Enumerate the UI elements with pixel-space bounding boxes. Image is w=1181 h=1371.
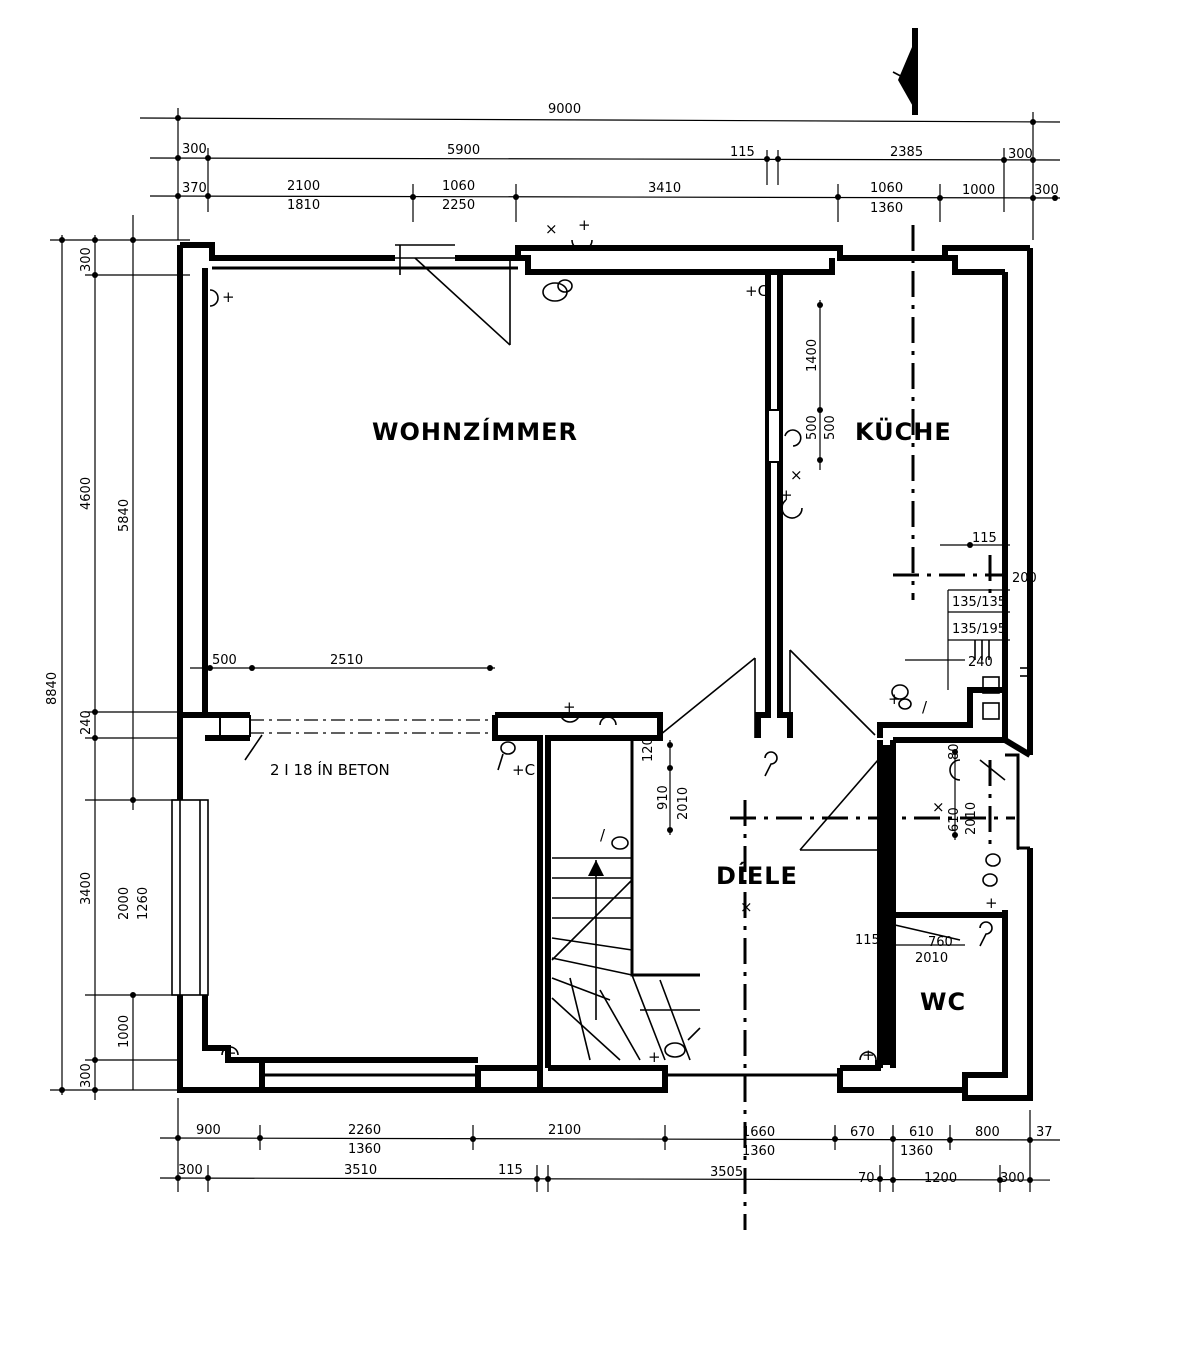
dim-bot-1360b: 1360 — [742, 1144, 775, 1159]
svg-text:×: × — [545, 220, 558, 238]
interior-walls — [180, 272, 1030, 1068]
dim-top2-2250: 2250 — [442, 198, 475, 213]
dim-left-4600: 4600 — [79, 477, 94, 510]
dim-bot2-3505: 3505 — [710, 1165, 743, 1180]
dim-b-2010: 2010 — [964, 802, 979, 835]
dim-b-610: 610 — [947, 807, 962, 832]
dim-top2-1000: 1000 — [962, 183, 995, 198]
svg-text:+: + — [648, 1048, 661, 1066]
dim-left-2000: 2000 — [117, 887, 132, 920]
svg-text:+C: +C — [745, 282, 768, 300]
dim-bot-610: 610 — [909, 1125, 934, 1140]
dim-bot-1660: 1660 — [742, 1125, 775, 1140]
dim-left-300: 300 — [79, 247, 94, 272]
room-label-wohnzimmer: WOHNZÍMMER — [372, 417, 578, 446]
dim-bot-900: 900 — [196, 1123, 221, 1138]
dim-k-200: 200 — [1012, 571, 1037, 586]
svg-text:+: + — [888, 690, 901, 708]
dim-top-total: 9000 — [548, 102, 581, 117]
dim-bot-1360: 1360 — [348, 1142, 381, 1157]
dim-top2-1060b: 1060 — [870, 181, 903, 196]
dim-top2-3410: 3410 — [648, 181, 681, 196]
door-swings — [395, 244, 1019, 941]
dimension-lines-bottom — [159, 1098, 1061, 1192]
svg-text:+: + — [985, 894, 998, 912]
dim-k-135b: 135/195 — [952, 622, 1006, 637]
room-label-diele: DÍELE — [716, 861, 798, 890]
axis-lines — [730, 225, 1015, 1230]
dim-top2-300: 300 — [1034, 183, 1059, 198]
dim-bot2-3510: 3510 — [344, 1163, 377, 1178]
dim-left-total: 8840 — [45, 672, 60, 705]
dim-left-1000: 1000 — [117, 1015, 132, 1048]
svg-text:×: × — [790, 466, 803, 484]
dim-bot-800: 800 — [975, 1125, 1000, 1140]
room-label-kueche: KÜCHE — [855, 416, 952, 446]
dim-inner-2510: 2510 — [330, 653, 363, 668]
svg-text:+: + — [780, 486, 793, 504]
dim-inner-500: 500 — [212, 653, 237, 668]
dim-left-300b: 300 — [79, 1063, 94, 1088]
dim-wc-760: 760 — [928, 935, 953, 950]
dim-left-240: 240 — [79, 710, 94, 735]
svg-text:×: × — [932, 798, 945, 816]
staircase — [551, 857, 700, 1061]
dim-k-240: 240 — [968, 655, 993, 670]
dim-top-300b: 300 — [1008, 147, 1033, 162]
dim-bot2-1200: 1200 — [924, 1171, 957, 1186]
dim-bot-670: 670 — [850, 1125, 875, 1140]
dim-left-5840: 5840 — [117, 499, 132, 532]
dim-top2-1810: 1810 — [287, 198, 320, 213]
dim-bot2-70: 70 — [858, 1171, 875, 1186]
exterior-walls — [171, 242, 1033, 1101]
dim-d-2010: 2010 — [676, 787, 691, 820]
dim-top-2385: 2385 — [890, 145, 923, 160]
dim-bot-1360c: 1360 — [900, 1144, 933, 1159]
dim-top-115: 115 — [730, 145, 755, 160]
dim-bot2-115: 115 — [498, 1163, 523, 1178]
dim-top2-2100: 2100 — [287, 179, 320, 194]
dim-top2-1060: 1060 — [442, 179, 475, 194]
dim-d-910: 910 — [656, 785, 671, 810]
dimension-lines-top — [139, 108, 1061, 240]
dim-k-1400: 1400 — [805, 339, 820, 372]
dim-top2-370: 370 — [182, 181, 207, 196]
room-label-wc: WC — [920, 988, 966, 1016]
svg-text:+: + — [578, 216, 591, 234]
svg-text:×: × — [740, 898, 753, 916]
dim-k-135a: 135/135 — [952, 595, 1006, 610]
fixture-symbols: + × + +C × + + +C / × × + + / — [209, 216, 1032, 1066]
beam-note-leader — [244, 734, 263, 761]
north-arrow-icon — [892, 28, 918, 115]
dim-k-500b: 500 — [823, 415, 838, 440]
dim-bot2-300: 300 — [178, 1163, 203, 1178]
dim-top2-1360: 1360 — [870, 201, 903, 216]
svg-text:/: / — [922, 698, 928, 716]
dim-left-1260: 1260 — [136, 887, 151, 920]
dim-bot-37: 37 — [1036, 1125, 1053, 1140]
dimension-lines-left — [50, 215, 190, 1100]
dim-wc-115: 115 — [855, 933, 880, 948]
dim-bot-2100: 2100 — [548, 1123, 581, 1138]
inner-dimension-lines — [190, 300, 1010, 946]
dim-top-300: 300 — [182, 142, 207, 157]
svg-text:+: + — [222, 288, 235, 306]
dim-bot2-300b: 300 — [1000, 1171, 1025, 1186]
svg-text:+C: +C — [512, 761, 535, 779]
dim-k-500: 500 — [805, 415, 820, 440]
svg-text:+: + — [862, 1046, 875, 1064]
beam-note: 2 I 18 ÍN BETON — [270, 760, 390, 779]
dim-d-120: 120 — [641, 737, 656, 762]
dim-k-115: 115 — [972, 531, 997, 546]
dim-top-5900: 5900 — [447, 143, 480, 158]
dim-bot-2260: 2260 — [348, 1123, 381, 1138]
svg-text:/: / — [600, 826, 606, 844]
dim-wc-2010: 2010 — [915, 951, 948, 966]
dim-left-3400: 3400 — [79, 872, 94, 905]
svg-text:+: + — [563, 698, 576, 716]
dim-b-80: 80 — [947, 743, 962, 760]
